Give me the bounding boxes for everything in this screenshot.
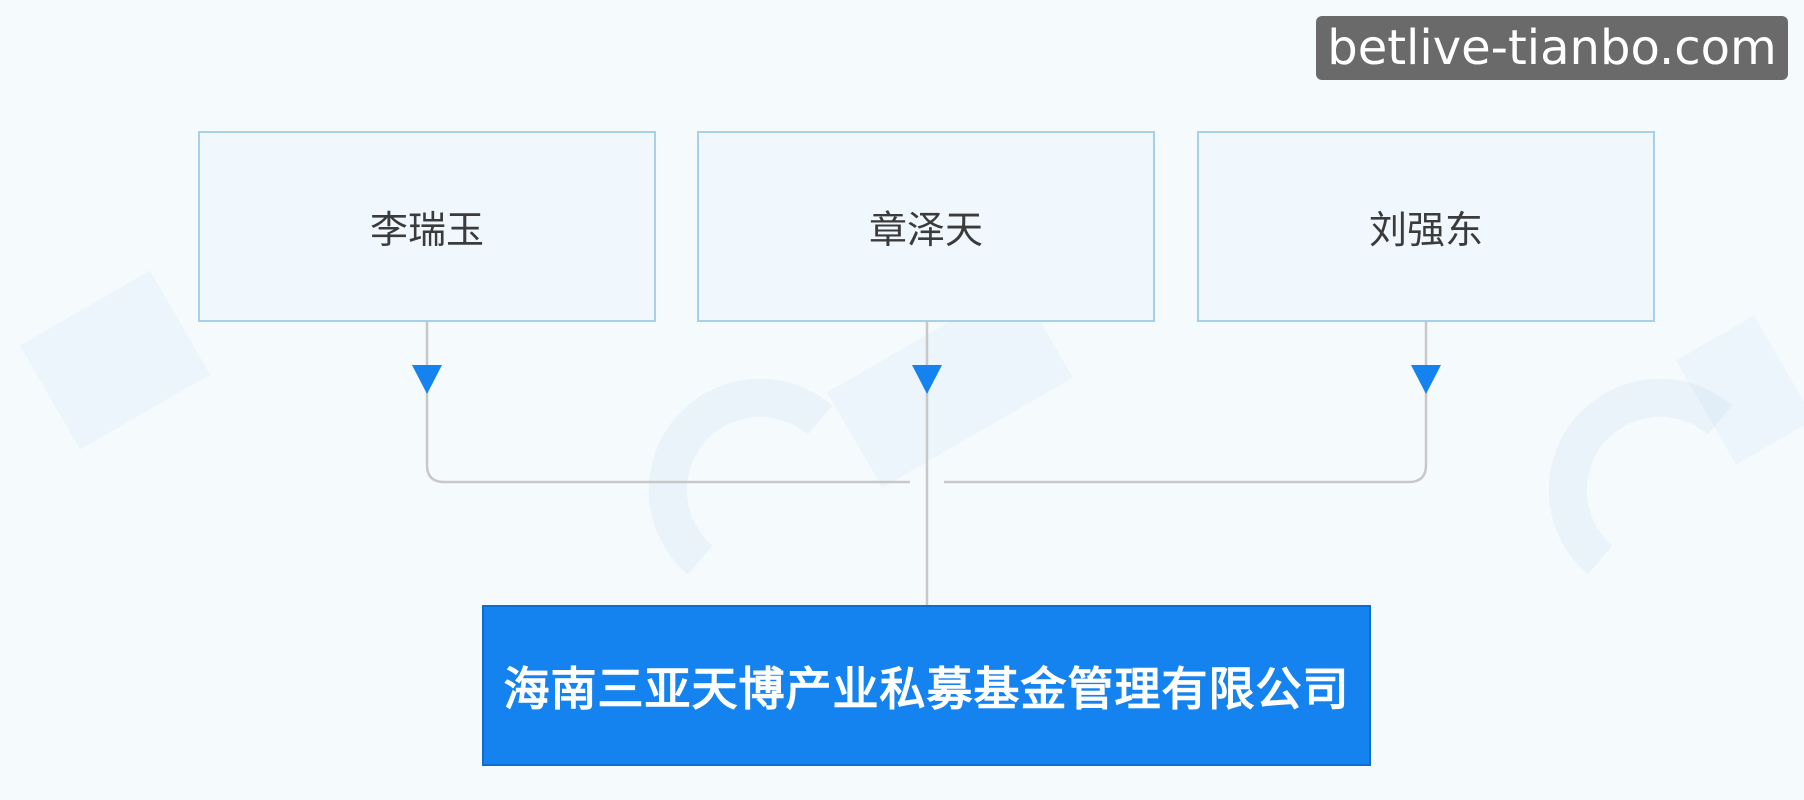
arrow-down-icon	[912, 365, 942, 394]
site-url-text: betlive-tianbo.com	[1327, 20, 1777, 76]
watermark-logo-swoosh	[1548, 378, 1733, 575]
shareholder-box[interactable]: 李瑞玉	[198, 131, 656, 322]
shareholder-name: 章泽天	[868, 208, 983, 252]
company-name: 海南三亚天博产业私募基金管理有限公司	[503, 661, 1350, 716]
arrow-down-icon	[412, 365, 442, 394]
watermark-block	[827, 282, 1073, 488]
watermark-block	[20, 270, 210, 450]
connector-line-left	[425, 322, 910, 484]
shareholder-name: 刘强东	[1368, 208, 1483, 252]
arrow-down-icon	[1411, 365, 1441, 394]
connector-line-right	[944, 322, 1428, 484]
site-url-badge: betlive-tianbo.com	[1316, 16, 1788, 80]
shareholder-name: 李瑞玉	[369, 208, 484, 252]
company-box[interactable]: 海南三亚天博产业私募基金管理有限公司	[482, 605, 1371, 766]
shareholder-box[interactable]: 刘强东	[1197, 131, 1655, 322]
shareholder-box[interactable]: 章泽天	[697, 131, 1155, 322]
watermark-logo-swoosh	[648, 378, 833, 575]
watermark-block	[1676, 315, 1804, 465]
